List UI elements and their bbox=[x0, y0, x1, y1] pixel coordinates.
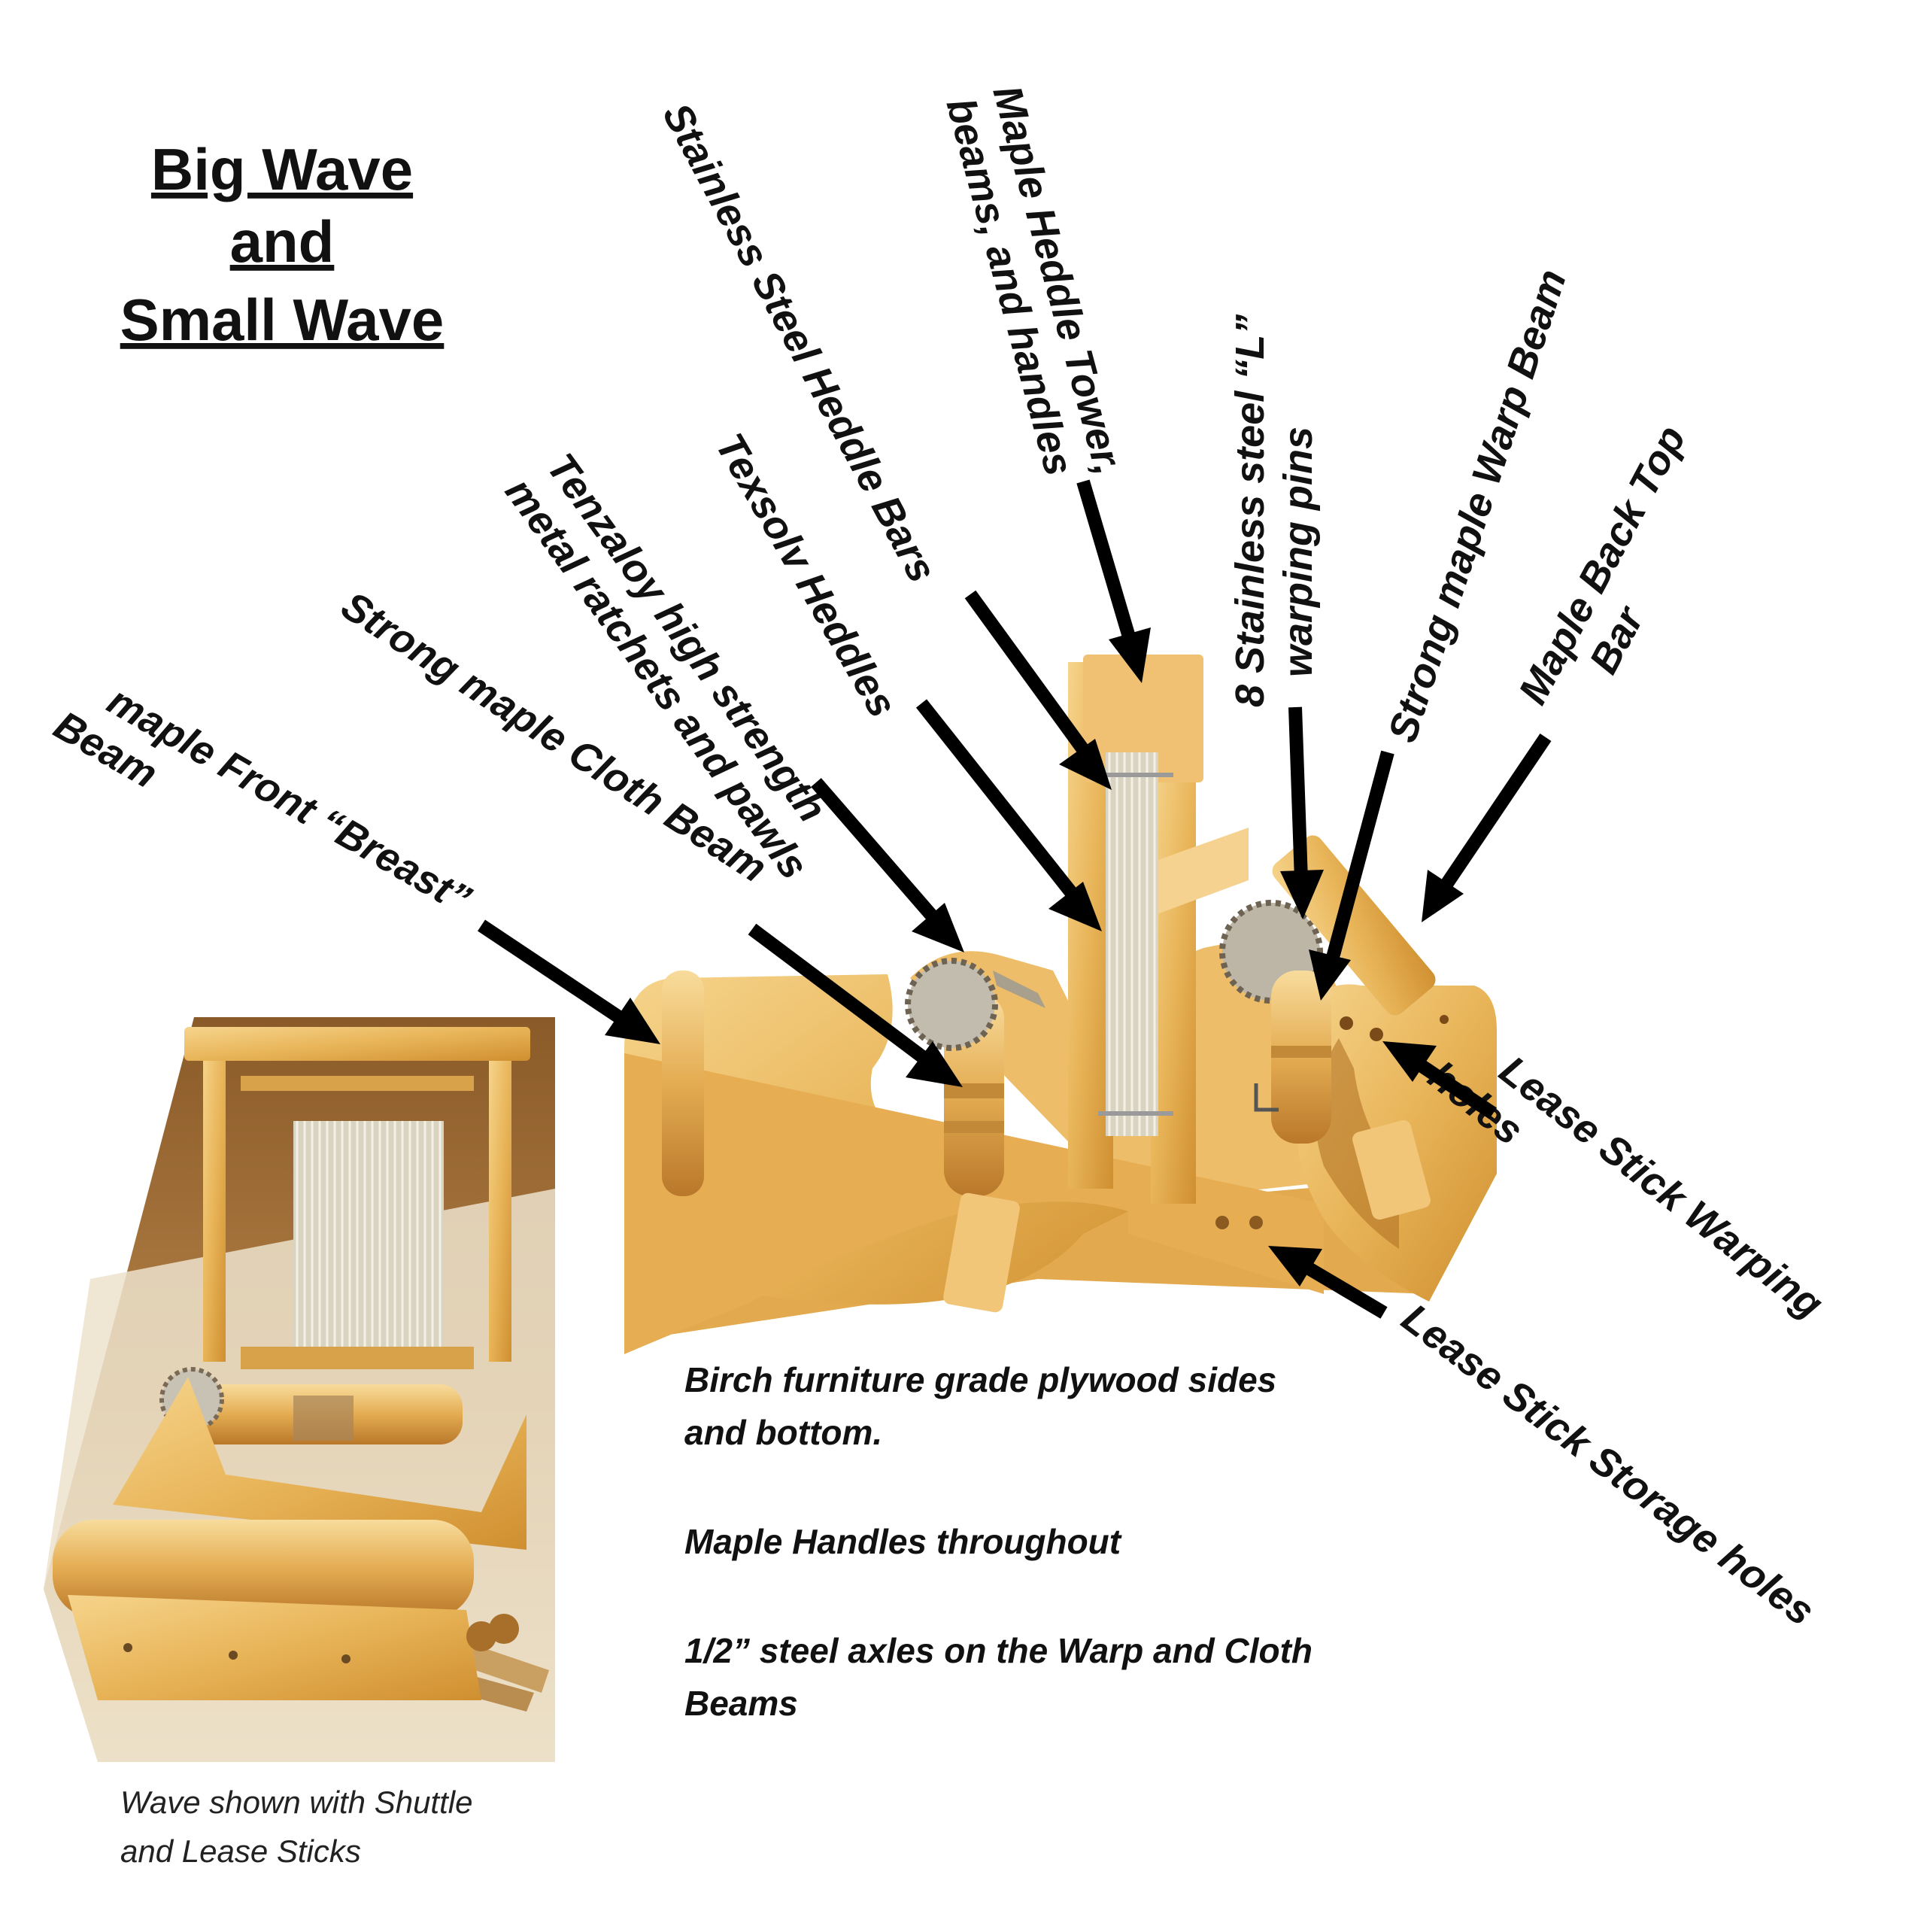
callout-line: warping pins bbox=[1276, 427, 1321, 677]
warping-pin bbox=[1254, 1083, 1279, 1112]
arrows bbox=[478, 479, 1552, 1319]
feature-line: Maple Handles throughout bbox=[684, 1522, 1122, 1561]
callout-line: Stainless Steel Heddle Bars bbox=[654, 96, 945, 589]
arrow-lease-storage-holes bbox=[1268, 1246, 1388, 1319]
heddle-tower-top bbox=[1083, 655, 1203, 782]
texsolv-heddles bbox=[1106, 752, 1158, 1136]
lease-storage-hole bbox=[1215, 1216, 1229, 1229]
callout-line: Lease Stick Warping bbox=[1492, 1047, 1831, 1327]
handle bbox=[1352, 1119, 1431, 1220]
inset-front-beam bbox=[53, 1520, 474, 1618]
callout-heddle-bars: Stainless Steel Heddle Bars bbox=[654, 96, 945, 589]
lease-warping-hole bbox=[1370, 1028, 1383, 1041]
feature-line: Beams bbox=[684, 1684, 798, 1723]
callout-line: maple Front “Breast” bbox=[100, 678, 478, 922]
page-title: Big Wave and Small Wave bbox=[120, 136, 445, 353]
arrow-heddle-bars bbox=[964, 590, 1112, 790]
feature-line: and bottom. bbox=[684, 1413, 882, 1452]
arrow-ratchets bbox=[811, 778, 964, 952]
title-line: and bbox=[230, 208, 335, 275]
caption-line: and Lease Sticks bbox=[120, 1833, 361, 1869]
feature-line: 1/2” steel axles on the Warp and Cloth bbox=[684, 1631, 1312, 1670]
title-line: Small Wave bbox=[120, 287, 445, 353]
callout-line: Lease Stick Storage holes bbox=[1394, 1296, 1823, 1635]
arrow-warp-beam bbox=[1309, 750, 1394, 1001]
lease-storage-hole bbox=[1249, 1216, 1263, 1229]
arrow-front-beam bbox=[478, 919, 660, 1044]
arrow-cloth-beam bbox=[748, 923, 963, 1087]
ratchet-wheel bbox=[905, 958, 998, 1051]
caption-line: Wave shown with Shuttle bbox=[120, 1785, 472, 1820]
arrow-lease-warping-holes bbox=[1382, 1041, 1497, 1119]
inset-caption: Wave shown with Shuttle and Lease Sticks bbox=[120, 1785, 472, 1869]
feature-list: Birch furniture grade plywood sides and … bbox=[684, 1360, 1312, 1723]
lease-warping-hole bbox=[1340, 1016, 1353, 1030]
arrow-heddle-tower bbox=[1076, 479, 1151, 683]
front-breast-beam bbox=[662, 971, 704, 1196]
callout-front-breast-beam: maple Front “Breast” Beam bbox=[47, 678, 478, 922]
inset-photo bbox=[44, 1017, 555, 1762]
heddle-tower-handle bbox=[1143, 828, 1249, 918]
feature-line: Birch furniture grade plywood sides bbox=[684, 1360, 1276, 1399]
arrow-warping-pins bbox=[1280, 706, 1324, 919]
callout-back-top-bar: Maple Back Top Bar bbox=[1510, 418, 1695, 711]
callout-heddle-tower: Maple Heddle Tower, beams, and handles bbox=[938, 81, 1131, 481]
callout-warping-pins: 8 Stainless steel “L” warping pins bbox=[1228, 314, 1321, 707]
arrow-heddles bbox=[915, 699, 1102, 931]
arrow-back-top-bar bbox=[1422, 733, 1552, 922]
pawl bbox=[993, 971, 1045, 1008]
callout-lease-storage-holes: Lease Stick Storage holes bbox=[1394, 1296, 1823, 1635]
callout-line: 8 Stainless steel “L” bbox=[1228, 314, 1273, 707]
title-line: Big Wave bbox=[151, 136, 413, 202]
inset-heddles bbox=[293, 1121, 444, 1347]
inset-heddle-frame bbox=[203, 1038, 226, 1362]
main-loom bbox=[624, 655, 1497, 1354]
handle bbox=[943, 1192, 1020, 1313]
